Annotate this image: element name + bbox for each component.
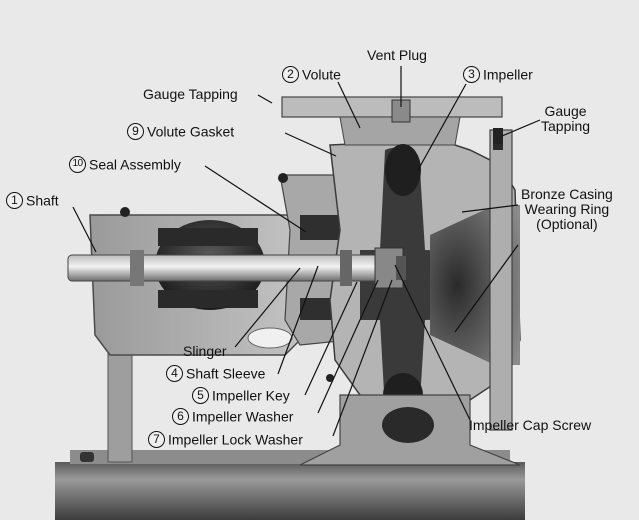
label-text: Impeller Lock Washer xyxy=(168,431,303,448)
leader-impeller-washer xyxy=(317,279,379,414)
label-gauge-tapping-left: Gauge Tapping xyxy=(143,86,238,102)
leader-impeller-cap-screw xyxy=(394,264,471,421)
label-text: Shaft Sleeve xyxy=(186,365,266,382)
label-slinger: Slinger xyxy=(183,343,227,359)
leader-bronze-ring xyxy=(461,204,519,213)
label-impeller-cap-screw: Impeller Cap Screw xyxy=(469,417,592,433)
leader-slinger xyxy=(234,267,301,348)
label-gauge-tapping-right: Gauge Tapping xyxy=(541,104,590,134)
leader-shaft xyxy=(72,206,97,253)
leader-impeller-key xyxy=(304,281,358,396)
label-line: (Optional) xyxy=(536,216,598,232)
label-text: Impeller Key xyxy=(212,387,290,404)
callout-number: 2 xyxy=(282,65,299,83)
label-bronze-casing-wearing-ring: Bronze Casing Wearing Ring (Optional) xyxy=(521,187,613,232)
callout-number: 7 xyxy=(148,430,165,448)
callout-number: 3 xyxy=(463,65,480,83)
callout-number: 10 xyxy=(69,155,86,173)
callout-number: 1 xyxy=(6,191,23,209)
leader-gauge-tapping-right xyxy=(501,119,541,137)
leader-seal-assembly xyxy=(204,165,307,233)
label-text: Volute Gasket xyxy=(147,123,235,140)
leader-impeller xyxy=(417,83,467,171)
label-line: Bronze Casing xyxy=(521,186,613,202)
label-text: Seal Assembly xyxy=(89,156,181,173)
leader-bronze-ring-2 xyxy=(454,244,519,333)
leader-shaft-sleeve xyxy=(277,265,319,375)
base-rail xyxy=(55,462,525,520)
leader-lines xyxy=(72,66,541,437)
leader-gauge-tapping-left xyxy=(257,94,273,104)
leader-impeller-lock-washer xyxy=(332,279,393,437)
callout-number: 4 xyxy=(166,364,183,382)
label-text: Impeller Washer xyxy=(192,408,294,425)
label-vent-plug: Vent Plug xyxy=(367,47,427,63)
leader-volute-gasket xyxy=(284,132,337,157)
impeller-passage xyxy=(360,147,470,414)
label-line: Gauge xyxy=(544,103,587,119)
callout-number: 6 xyxy=(172,407,189,425)
label-text: Impeller xyxy=(483,66,533,83)
gauge-tapping-plug xyxy=(493,128,503,144)
label-line: Tapping xyxy=(541,118,591,134)
callout-number: 9 xyxy=(127,122,144,140)
label-line: Wearing Ring xyxy=(524,201,610,217)
slinger xyxy=(247,327,293,349)
callout-number: 5 xyxy=(192,386,209,404)
label-text: Volute xyxy=(302,66,341,83)
label-text: Shaft xyxy=(26,192,59,209)
leader-volute xyxy=(337,81,361,129)
